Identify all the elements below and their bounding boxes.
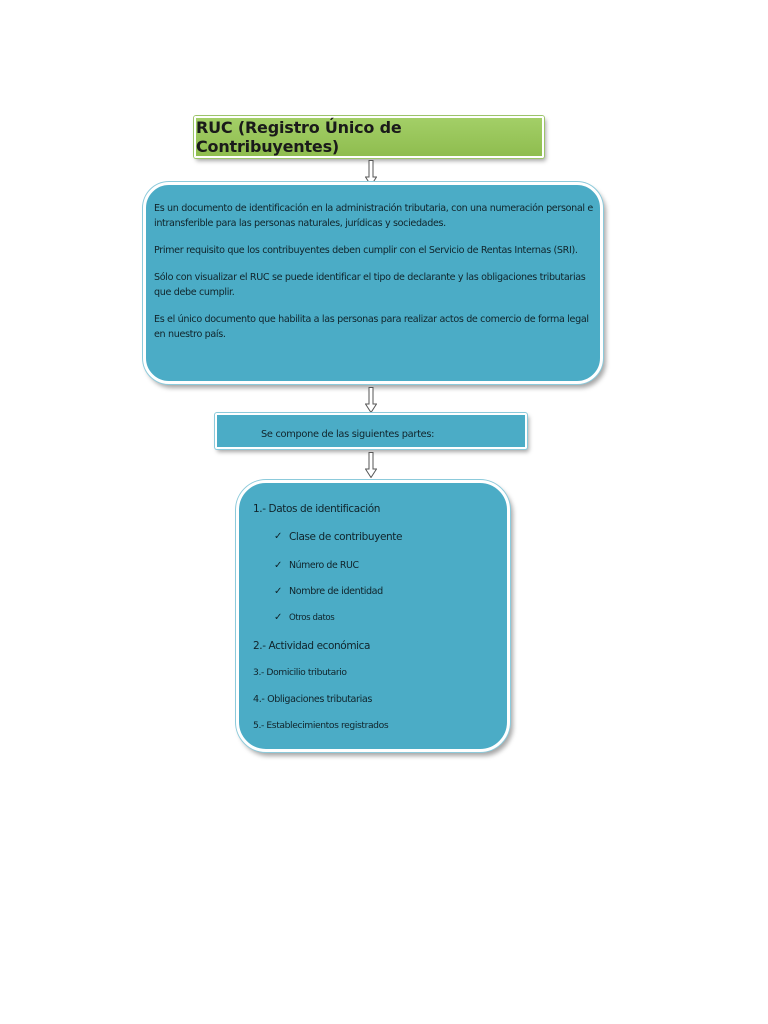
check-icon: ✓ xyxy=(274,612,283,623)
parts-heading-box: Se compone de las siguientes partes: xyxy=(215,413,527,449)
description-paragraph: Sólo con visualizar el RUC se puede iden… xyxy=(154,272,586,298)
component-item: 5.- Establecimientos registrados xyxy=(253,720,389,731)
title-box: RUC (Registro Único de Contribuyentes) xyxy=(194,116,544,158)
description-paragraph: Es un documento de identificación en la … xyxy=(154,203,593,229)
down-arrow-icon xyxy=(365,160,377,186)
component-item: 4.- Obligaciones tributarias xyxy=(253,694,372,705)
component-item: 3.- Domicilio tributario xyxy=(253,667,347,678)
parts-heading: Se compone de las siguientes partes: xyxy=(261,429,435,440)
check-icon: ✓ xyxy=(274,531,283,542)
check-icon: ✓ xyxy=(274,560,283,571)
component-item: 1.- Datos de identificación xyxy=(253,503,380,515)
component-subitem: Otros datos xyxy=(289,613,335,623)
down-arrow-icon xyxy=(365,452,377,478)
component-subitem: Clase de contribuyente xyxy=(289,531,403,543)
component-item: 2.- Actividad económica xyxy=(253,640,371,652)
component-subitem: Nombre de identidad xyxy=(289,586,383,597)
description-box: Es un documento de identificación en la … xyxy=(143,182,603,384)
component-subitem: Número de RUC xyxy=(289,560,359,571)
components-box: 1.- Datos de identificación ✓ Clase de c… xyxy=(236,480,510,752)
description-paragraph: Es el único documento que habilita a las… xyxy=(154,314,589,340)
down-arrow-icon xyxy=(365,387,377,413)
diagram-title: RUC (Registro Único de Contribuyentes) xyxy=(196,118,402,156)
check-icon: ✓ xyxy=(274,586,283,597)
description-paragraph: Primer requisito que los contribuyentes … xyxy=(154,245,578,256)
